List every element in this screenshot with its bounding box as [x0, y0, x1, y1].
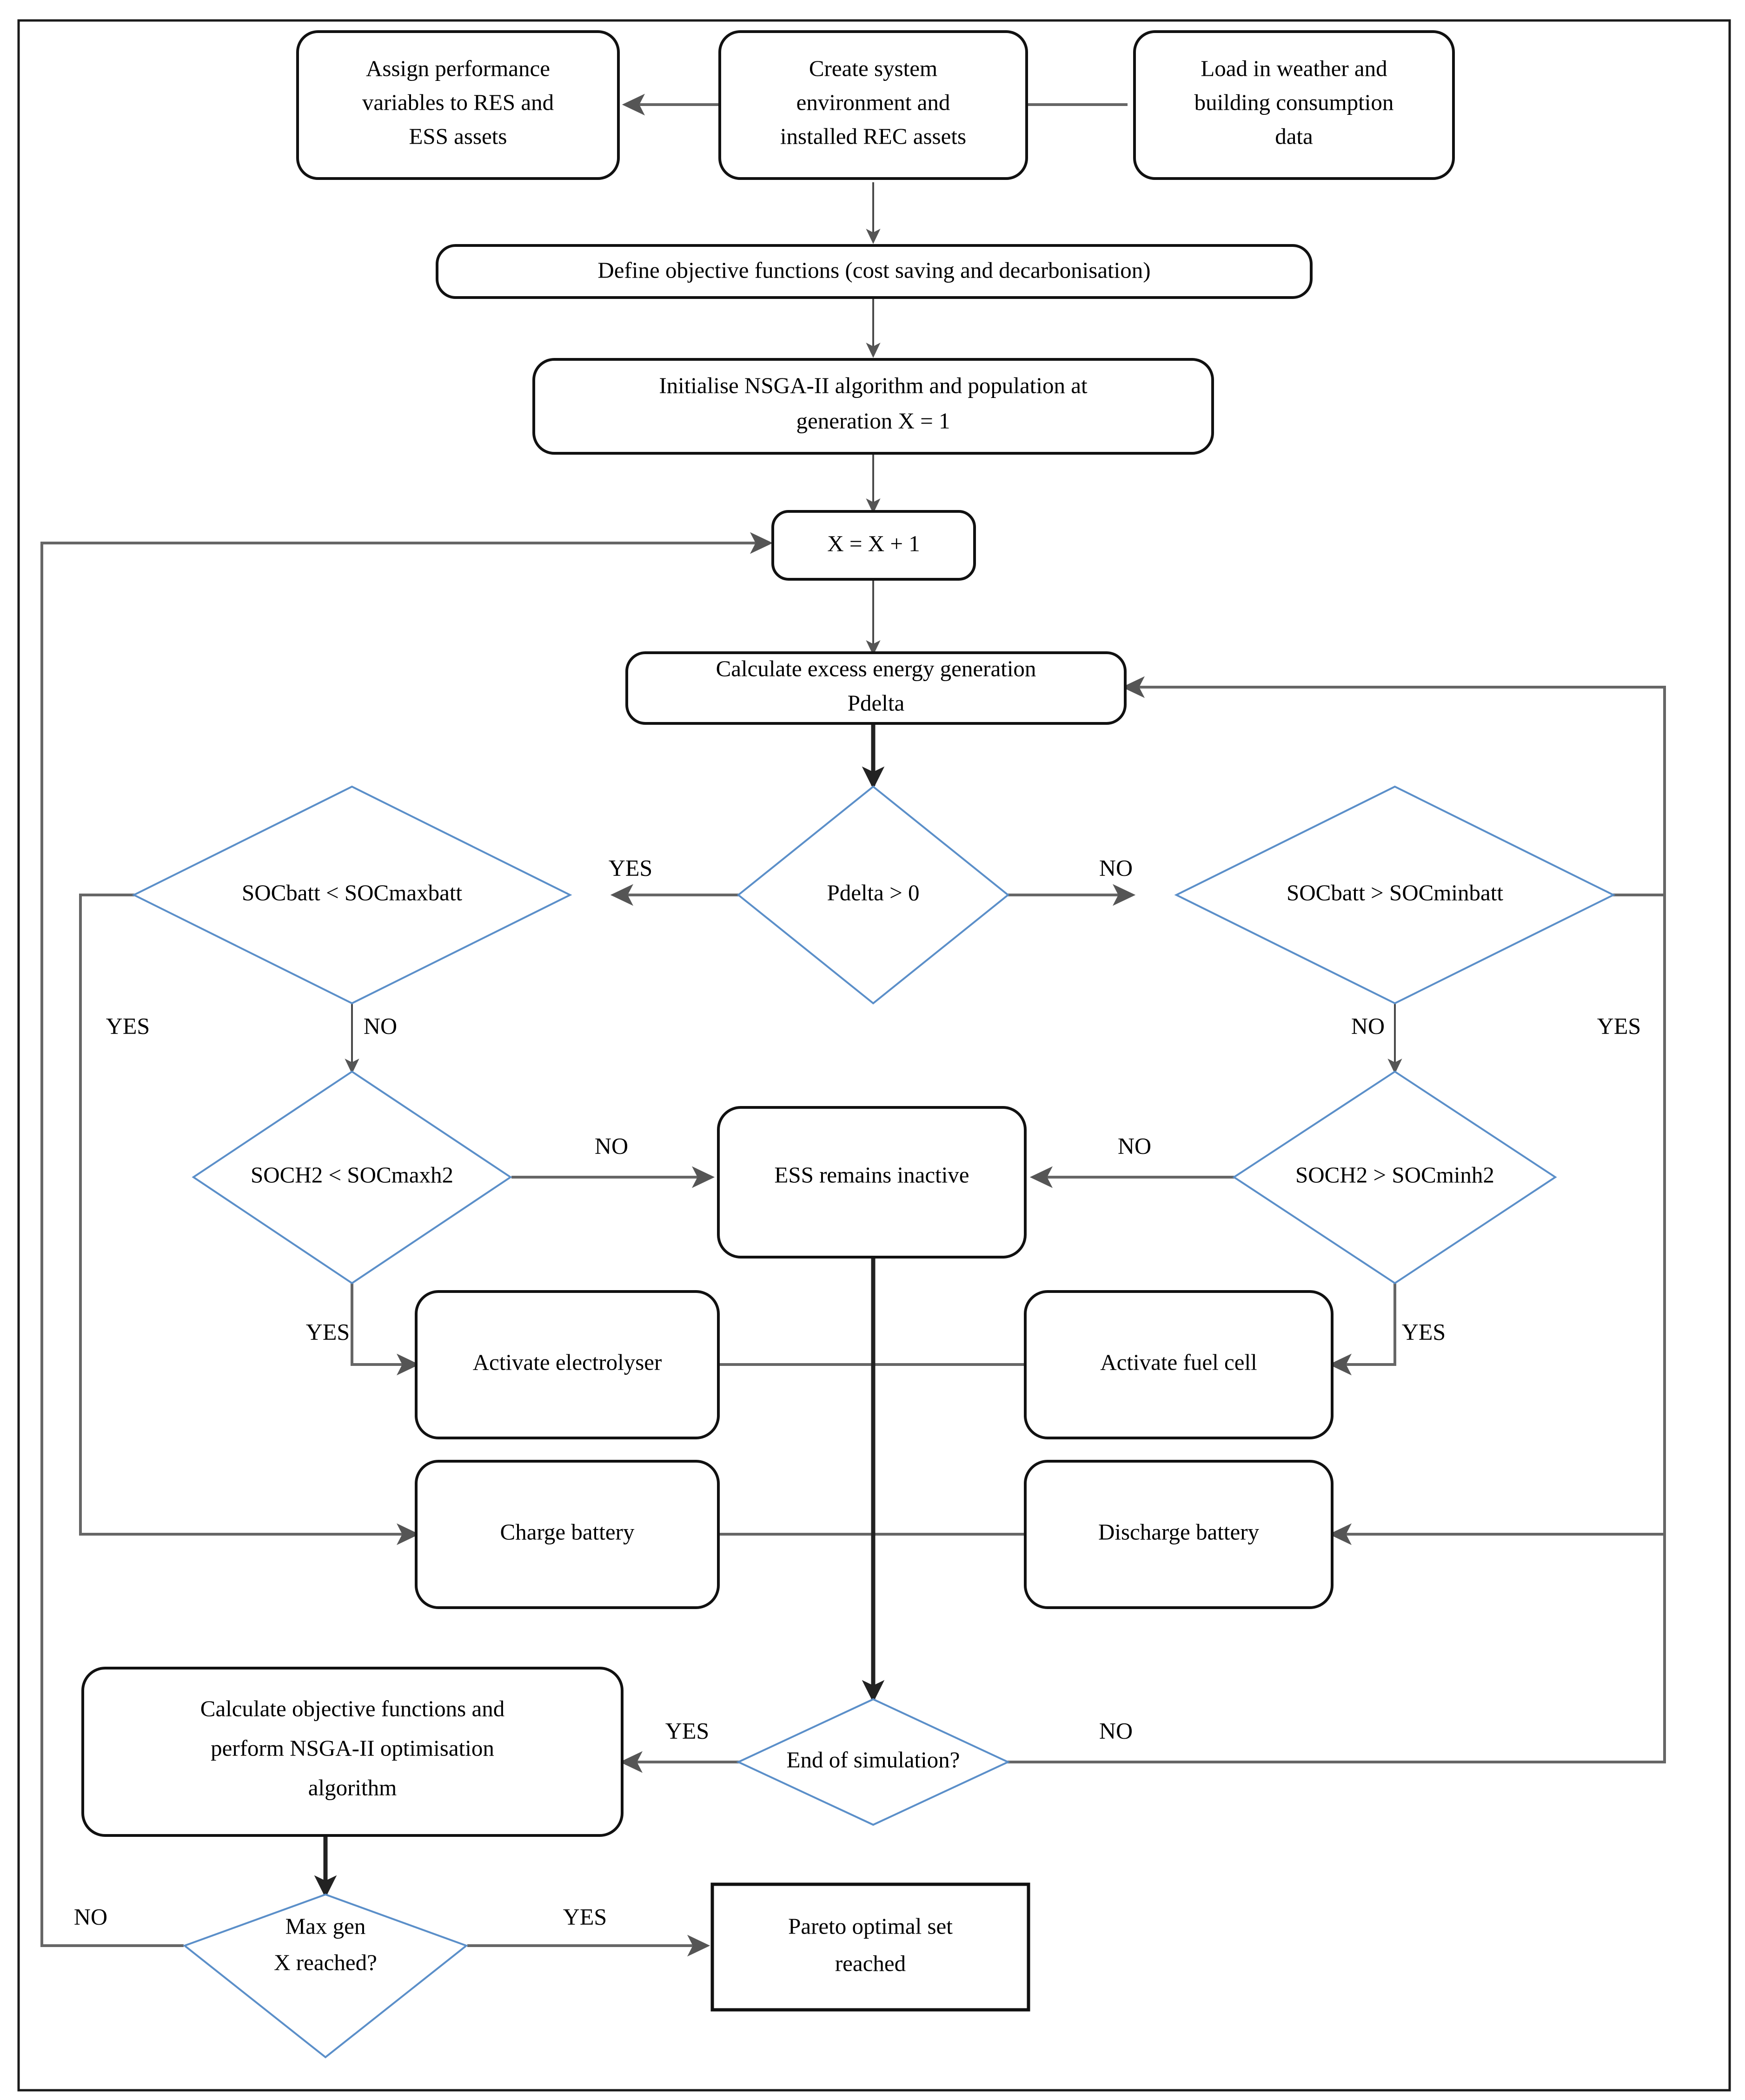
node-assign-performance[interactable]: Assign performance variables to RES and … — [296, 30, 620, 180]
assign-performance-box[interactable] — [296, 30, 620, 180]
node-define-objectives[interactable]: Define objective functions (cost saving … — [436, 244, 1313, 299]
increment-x-line1: X = X + 1 — [827, 530, 920, 556]
node-initialise-nsga[interactable]: Initialise NSGA-II algorithm and populat… — [532, 358, 1214, 455]
label-socbattmax-no: NO — [364, 1013, 397, 1039]
soch2-gt-min-diamond[interactable] — [1232, 1070, 1557, 1285]
label-endsim-yes: YES — [665, 1717, 709, 1743]
node-end-of-simulation[interactable]: End of simulation? — [736, 1698, 1010, 1826]
edge-socbattmin-yes-rail — [1339, 894, 1666, 1536]
edge-socbattmax-yes-rail — [79, 894, 409, 1536]
pareto-set-box[interactable] — [710, 1882, 1030, 2012]
load-weather-line2: building consumption — [1194, 89, 1394, 115]
node-soch2-gt-min[interactable]: SOCH2 > SOCminh2 — [1232, 1070, 1557, 1285]
node-charge-battery[interactable]: Charge battery — [415, 1460, 720, 1609]
label-maxgen-yes: YES — [563, 1903, 607, 1929]
activate-electrolyser-box[interactable] — [415, 1290, 720, 1439]
load-weather-box[interactable] — [1133, 30, 1455, 180]
edge-soch2min-yes-rail — [1339, 1283, 1396, 1366]
label-endsim-no: NO — [1099, 1717, 1133, 1743]
soch2-lt-max-diamond[interactable] — [192, 1070, 512, 1285]
activate-electrolyser-label: Activate electrolyser — [473, 1349, 662, 1375]
soch2-lt-max-label: SOCH2 < SOCmaxh2 — [251, 1162, 453, 1187]
label-soch2max-no: NO — [595, 1133, 628, 1159]
calc-excess-line2: Pdelta — [848, 690, 905, 715]
end-of-simulation-diamond[interactable] — [736, 1698, 1010, 1826]
connectors — [40, 93, 1666, 1957]
edge-labels: YES NO YES NO YES NO NO NO YES YES YES N… — [74, 855, 1641, 1929]
node-discharge-battery[interactable]: Discharge battery — [1024, 1460, 1334, 1609]
pdelta-gt0-label: Pdelta > 0 — [827, 880, 919, 905]
initialise-nsga-line1: Initialise NSGA-II algorithm and populat… — [659, 372, 1088, 398]
socbatt-lt-max-diamond[interactable] — [132, 785, 572, 1005]
load-weather-line1: Load in weather and — [1201, 55, 1387, 81]
assign-performance-line3: ESS assets — [409, 123, 507, 149]
node-pdelta-gt0[interactable]: Pdelta > 0 — [736, 785, 1010, 1005]
node-calc-objectives[interactable]: Calculate objective functions and perfor… — [81, 1667, 624, 1837]
initialise-nsga-line2: generation X = 1 — [796, 408, 950, 433]
assign-performance-line1: Assign performance — [366, 55, 550, 81]
ess-inactive-label: ESS remains inactive — [774, 1162, 969, 1187]
max-gen-diamond[interactable] — [182, 1893, 469, 2059]
node-create-system[interactable]: Create system environment and installed … — [718, 30, 1028, 180]
label-pdelta-no: NO — [1099, 855, 1133, 881]
create-system-line1: Create system — [809, 55, 937, 81]
discharge-battery-label: Discharge battery — [1098, 1519, 1260, 1544]
node-max-gen[interactable]: Max gen X reached? — [182, 1893, 469, 2059]
node-pareto-set[interactable]: Pareto optimal set reached — [710, 1882, 1030, 2012]
end-of-simulation-label: End of simulation? — [787, 1747, 960, 1772]
label-maxgen-no: NO — [74, 1903, 107, 1929]
soch2-gt-min-label: SOCH2 > SOCminh2 — [1295, 1162, 1494, 1187]
label-soch2min-yes: YES — [1402, 1318, 1446, 1345]
increment-x-box[interactable] — [771, 510, 976, 581]
node-socbatt-gt-min[interactable]: SOCbatt > SOCminbatt — [1174, 785, 1616, 1005]
ess-inactive-box[interactable] — [717, 1106, 1027, 1259]
pareto-set-line1: Pareto optimal set — [788, 1913, 953, 1939]
max-gen-line2: X reached? — [274, 1949, 377, 1975]
max-gen-line1: Max gen — [285, 1913, 366, 1939]
calc-objectives-box[interactable] — [81, 1667, 624, 1837]
node-increment-x[interactable]: X = X + 1 — [771, 510, 976, 581]
label-soch2max-yes: YES — [306, 1318, 350, 1345]
load-weather-line3: data — [1275, 123, 1313, 149]
create-system-line2: environment and — [796, 89, 950, 115]
assign-performance-line2: variables to RES and — [362, 89, 554, 115]
define-objectives-line1: Define objective functions (cost saving … — [597, 257, 1150, 283]
edge-soch2max-yes-rail — [351, 1283, 409, 1366]
charge-battery-label: Charge battery — [500, 1519, 635, 1544]
charge-battery-box[interactable] — [415, 1460, 720, 1609]
node-load-weather[interactable]: Load in weather and building consumption… — [1133, 30, 1455, 180]
label-soch2min-no: NO — [1118, 1133, 1151, 1159]
socbatt-lt-max-label: SOCbatt < SOCmaxbatt — [242, 880, 462, 905]
page-border — [17, 19, 1731, 2092]
label-pdelta-yes: YES — [609, 855, 652, 881]
node-ess-inactive[interactable]: ESS remains inactive — [717, 1106, 1027, 1259]
activate-fuelcell-label: Activate fuel cell — [1100, 1349, 1257, 1375]
node-socbatt-lt-max[interactable]: SOCbatt < SOCmaxbatt — [132, 785, 572, 1005]
create-system-line3: installed REC assets — [780, 123, 966, 149]
calc-objectives-line3: algorithm — [308, 1775, 397, 1800]
node-soch2-lt-max[interactable]: SOCH2 < SOCmaxh2 — [192, 1070, 512, 1285]
define-objectives-box[interactable] — [436, 244, 1313, 299]
calc-objectives-line2: perform NSGA-II optimisation — [211, 1735, 494, 1761]
discharge-battery-box[interactable] — [1024, 1460, 1334, 1609]
calc-excess-box[interactable] — [625, 651, 1127, 725]
node-activate-electrolyser[interactable]: Activate electrolyser — [415, 1290, 720, 1439]
node-calc-excess[interactable]: Calculate excess energy generation Pdelt… — [625, 651, 1127, 725]
calc-excess-line1: Calculate excess energy generation — [716, 656, 1036, 681]
label-socbattmax-yes: YES — [106, 1013, 150, 1039]
create-system-box[interactable] — [718, 30, 1028, 180]
label-socbattmin-no: NO — [1351, 1013, 1385, 1039]
socbatt-gt-min-label: SOCbatt > SOCminbatt — [1287, 880, 1503, 905]
socbatt-gt-min-diamond[interactable] — [1174, 785, 1616, 1005]
label-socbattmin-yes: YES — [1597, 1013, 1641, 1039]
activate-fuelcell-box[interactable] — [1024, 1290, 1334, 1439]
node-activate-fuelcell[interactable]: Activate fuel cell — [1024, 1290, 1334, 1439]
pdelta-gt0-diamond[interactable] — [736, 785, 1010, 1005]
initialise-nsga-box[interactable] — [532, 358, 1214, 455]
calc-objectives-line1: Calculate objective functions and — [200, 1696, 504, 1721]
pareto-set-line2: reached — [835, 1950, 906, 1976]
